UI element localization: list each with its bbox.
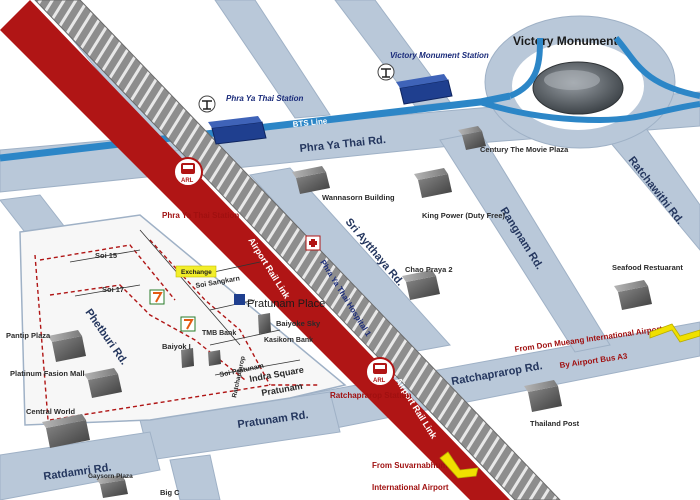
building-tmb[interactable] (208, 350, 221, 366)
label-century-1: Century The Movie Plaza (480, 145, 569, 154)
arl-badge: ARL (181, 178, 194, 184)
label-soi-15: Soi 15 (95, 251, 117, 260)
label-pantip: Pantip Plaza (6, 331, 51, 340)
arrow-don-mueang-icon (649, 323, 700, 343)
label-baiyoke-sky: Baiyoke Sky (276, 319, 321, 328)
building-baiyoke-sky[interactable] (258, 313, 271, 334)
bts-station-victory[interactable]: Victory Monument Station (377, 51, 489, 105)
label-exchange: Exchange (181, 269, 212, 276)
building-baiyoke-1[interactable] (181, 348, 194, 368)
building-century[interactable] (458, 126, 486, 150)
bts-logo-icon (377, 63, 395, 81)
label-central-world: Central World (26, 407, 75, 416)
label-from-suvarnabhumi-2: International Airport (372, 483, 449, 492)
label-platinum: Platinum Fasion Mall (10, 369, 85, 378)
building-king-power[interactable] (414, 168, 452, 198)
label-victory-monument: Victory Monument (513, 34, 617, 48)
label-king-power: King Power (Duty Free) (422, 211, 505, 220)
label-gaysorn: Gaysorn Plaza (88, 473, 133, 480)
building-wannasorn[interactable] (292, 166, 330, 194)
label-from-suvarnabhumi-1: From Suvarnabhumi (372, 461, 450, 470)
building-gaysorn[interactable] (96, 475, 128, 498)
label-tmb-bank: TMB Bank (202, 330, 236, 337)
soi-streets (69, 229, 301, 376)
bts-logo-icon (198, 95, 216, 113)
road-ratdamri[interactable] (0, 431, 161, 500)
building-thailand-post[interactable] (524, 380, 562, 412)
label-bts-line: BTS Line (292, 116, 328, 129)
building-seafood[interactable] (614, 280, 652, 310)
label-phaya-thai-bts: Phra Ya Thai Station (226, 94, 303, 103)
label-thailand-post: Thailand Post (530, 419, 580, 428)
label-phaya-thai-arl: Phra Ya Thai Station (162, 211, 239, 220)
seven-eleven-icon (149, 289, 165, 305)
label-ratchaprarop-station: Ratchaprarop Station (330, 391, 411, 400)
building-pantip[interactable] (48, 330, 86, 362)
arl-badge: ARL (373, 378, 386, 384)
label-big-c: Big C (160, 488, 180, 497)
label-chao-praya: Chao Praya 2 (405, 265, 453, 274)
exchange-badge[interactable]: Exchange (175, 265, 217, 278)
bts-station-phaya-thai[interactable]: Phra Ya Thai Station (198, 94, 303, 145)
label-wannasorn: Wannasorn Building (322, 193, 395, 202)
road-lower-diagonal[interactable] (169, 454, 221, 500)
buildings-layer (42, 126, 652, 498)
train-icon (373, 363, 387, 374)
arl-station-phaya-thai[interactable]: ARL Phra Ya Thai Station (162, 157, 239, 220)
road-diagonal-2[interactable] (214, 0, 331, 119)
label-pratunam-place: Pratunam Place (247, 298, 325, 310)
label-victory-station-1: Victory Monument Station (390, 51, 489, 60)
label-seafood: Seafood Restuarant (612, 263, 683, 272)
building-platinum[interactable] (84, 368, 122, 398)
label-soi-17: Soi 17 (102, 285, 124, 294)
building-chao-praya[interactable] (402, 270, 440, 300)
building-central-world[interactable] (42, 414, 90, 448)
hospital-icon (305, 235, 321, 251)
label-kasikorn-bank: Kasikorn Bank (264, 337, 313, 344)
arrow-suvarnabhumi-icon (439, 451, 479, 479)
seven-eleven-icon (180, 316, 196, 332)
victory-monument-roundabout[interactable]: Victory Monument (484, 15, 676, 149)
arl-station-ratchaprarop[interactable]: ARL Ratchaprarop Station (330, 357, 411, 400)
pratunam-place-marker-icon (234, 294, 245, 305)
train-icon (181, 163, 195, 174)
label-baiyoke-1: Baiyok I (162, 342, 191, 351)
